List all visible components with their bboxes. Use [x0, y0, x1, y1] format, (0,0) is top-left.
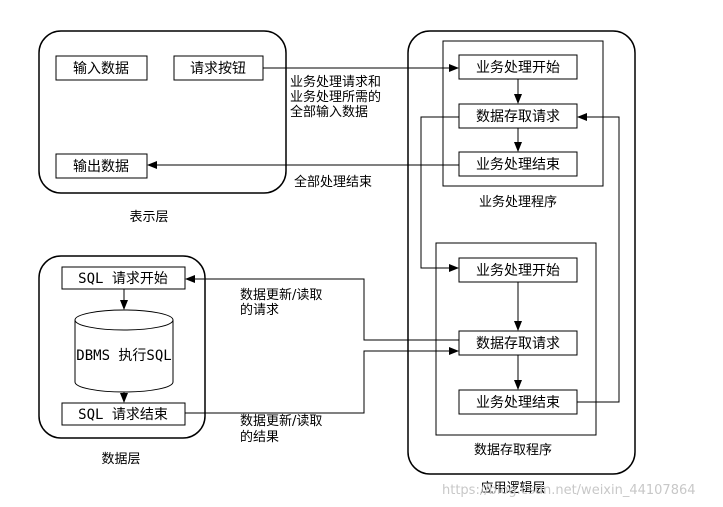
svg-text:业务处理开始: 业务处理开始 [476, 263, 560, 279]
business-start-box: 业务处理开始 [458, 54, 578, 80]
svg-text:请求按钮: 请求按钮 [190, 61, 246, 77]
data-access-program-title: 数据存取程序 [474, 443, 552, 458]
watermark: https://blog.csdn.net/weixin_44107864 [442, 483, 696, 498]
svg-text:数据存取请求: 数据存取请求 [476, 109, 560, 125]
data-access-program-frame [435, 242, 597, 436]
svg-text:SQL 请求结束: SQL 请求结束 [78, 407, 168, 423]
dbms-cylinder: DBMS 执行SQL [74, 309, 174, 393]
request-note-line2: 业务处理所需的 [290, 89, 381, 105]
svg-text:输入数据: 输入数据 [73, 61, 129, 77]
svg-text:业务处理结束: 业务处理结束 [476, 395, 560, 411]
data-access-end-box: 业务处理结束 [458, 389, 578, 415]
svg-text:数据存取请求: 数据存取请求 [476, 336, 560, 352]
update-request-note-line2: 的请求 [240, 302, 279, 318]
business-program-frame [442, 40, 604, 187]
presentation-layer-title: 表示层 [129, 210, 168, 225]
data-access-start-box: 业务处理开始 [458, 257, 578, 283]
business-access-box: 数据存取请求 [458, 103, 578, 129]
update-request-note-line1: 数据更新/读取 [240, 287, 322, 303]
result-note: 全部处理结束 [294, 174, 372, 190]
update-result-note-line1: 数据更新/读取 [240, 413, 322, 429]
output-data-box: 输出数据 [55, 153, 148, 179]
app-layer-frame [407, 30, 636, 475]
input-data-box: 输入数据 [55, 55, 148, 81]
svg-text:输出数据: 输出数据 [73, 159, 129, 175]
arrow-sql-end-to-data-access [185, 347, 459, 414]
svg-text:SQL 请求开始: SQL 请求开始 [78, 271, 168, 287]
app-layer-title: 应用逻辑层 [480, 480, 545, 496]
data-layer-frame [38, 255, 206, 439]
business-program-title: 业务处理程序 [479, 194, 557, 210]
presentation-layer-frame [38, 30, 287, 194]
data-access-access-box: 数据存取请求 [458, 330, 578, 356]
update-result-note-line2: 的结果 [240, 429, 279, 445]
business-end-box: 业务处理结束 [458, 151, 578, 177]
svg-text:DBMS 执行SQL: DBMS 执行SQL [76, 348, 171, 364]
svg-text:业务处理开始: 业务处理开始 [476, 60, 560, 76]
arrow-business-access-to-data-access-start [420, 116, 459, 272]
data-layer-title: 数据层 [101, 452, 140, 467]
request-note-line1: 业务处理请求和 [290, 74, 381, 90]
request-note-line3: 全部输入数据 [290, 104, 368, 120]
sql-start-box: SQL 请求开始 [61, 266, 186, 290]
request-button[interactable]: 请求按钮 [173, 55, 264, 81]
sql-end-box: SQL 请求结束 [61, 402, 186, 426]
arrow-data-access-end-to-business-access [577, 113, 620, 403]
arrow-data-access-to-sql-start [185, 275, 459, 341]
svg-text:业务处理结束: 业务处理结束 [476, 157, 560, 173]
